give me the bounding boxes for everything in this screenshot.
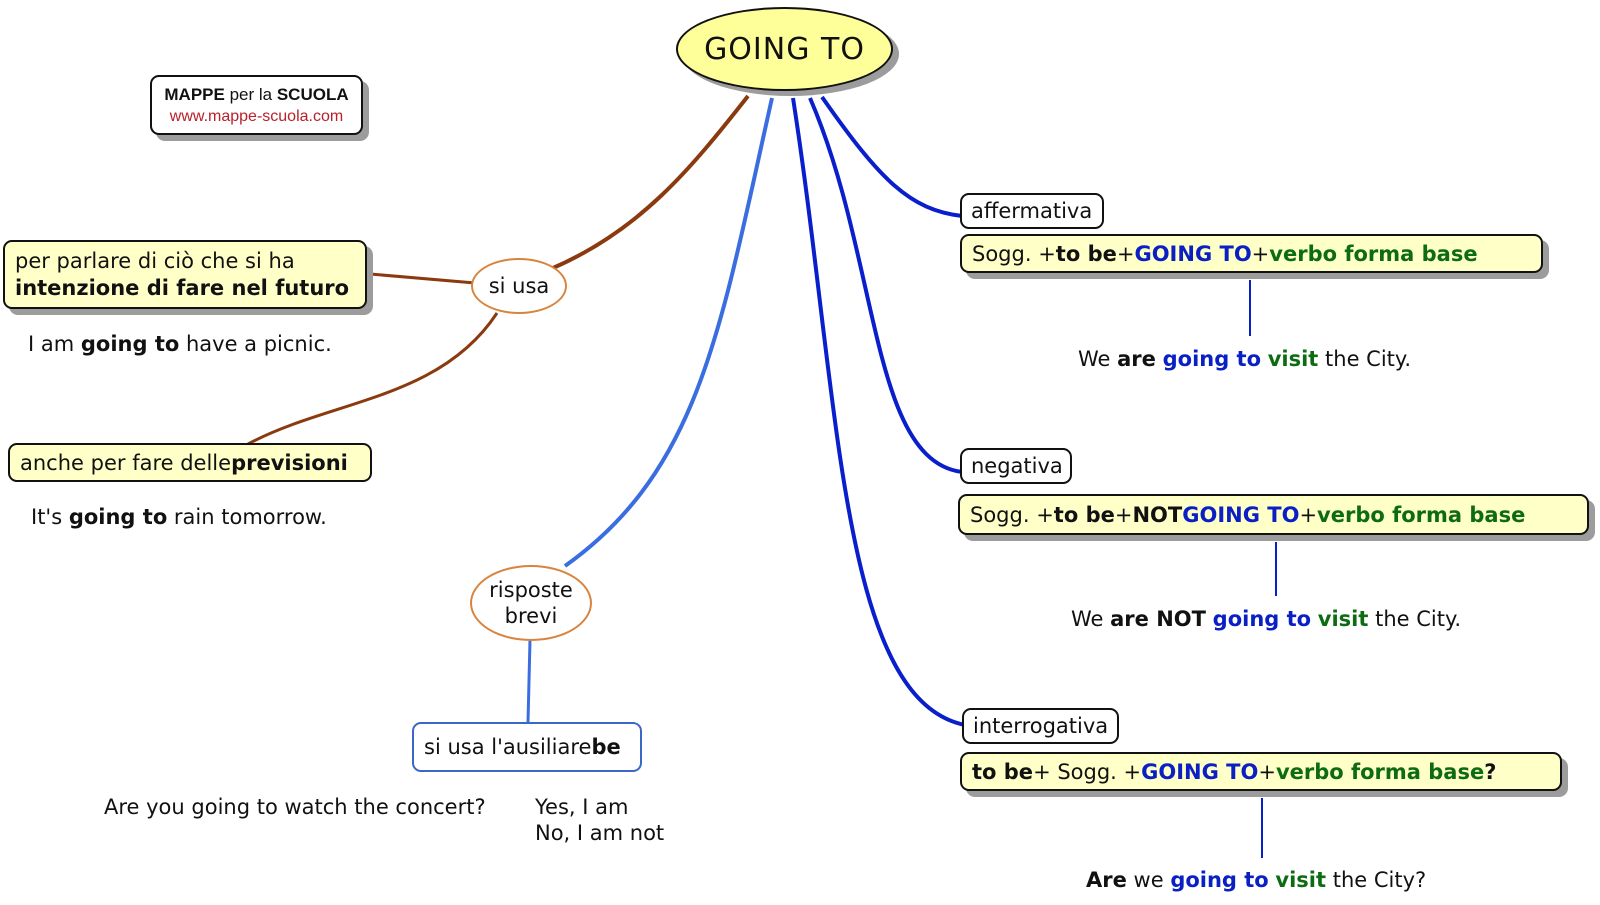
si-usa-node: si usa bbox=[471, 258, 567, 314]
link-title-to-si-usa bbox=[552, 94, 750, 270]
logo-brand: MAPPE per la SCUOLA bbox=[164, 84, 349, 104]
logo-url: www.mappe-scuola.com bbox=[169, 107, 344, 125]
link-si-usa-to-item1 bbox=[369, 272, 476, 285]
short-answers-no: No, I am not bbox=[535, 821, 665, 845]
title-node: GOING TO bbox=[676, 7, 893, 91]
uses-item-intention-line2: intenzione di fare nel futuro bbox=[15, 275, 350, 300]
negativa-formula: Sogg. + to be + NOT GOING TO + verbo for… bbox=[958, 494, 1589, 535]
affermativa-label: affermativa bbox=[960, 193, 1104, 229]
short-answers-yes: Yes, I am bbox=[535, 795, 629, 819]
affermativa-formula: Sogg. + to be + GOING TO + verbo forma b… bbox=[960, 234, 1543, 273]
uses-example-1: I am going to have a picnic. bbox=[28, 332, 332, 356]
title-text: GOING TO bbox=[704, 31, 865, 67]
negativa-example: We are NOT going to visit the City. bbox=[1071, 607, 1462, 631]
uses-item-intention-line1: per parlare di ciò che si ha bbox=[15, 248, 295, 273]
negativa-label: negativa bbox=[960, 448, 1072, 484]
uses-example-2: It's going to rain tomorrow. bbox=[31, 505, 327, 529]
short-answers-rule: si usa l'ausiliare be bbox=[412, 722, 642, 772]
affermativa-example: We are going to visit the City. bbox=[1078, 347, 1411, 371]
logo-box: MAPPE per la SCUOLA www.mappe-scuola.com bbox=[150, 75, 363, 135]
link-si-usa-to-item2 bbox=[247, 312, 499, 446]
link-title-to-risposte bbox=[563, 97, 774, 568]
link-title-to-affermativa bbox=[820, 95, 963, 218]
link-title-to-interrogativa bbox=[791, 97, 966, 727]
interrogativa-label: interrogativa bbox=[962, 708, 1119, 744]
short-answers-question: Are you going to watch the concert? bbox=[104, 795, 486, 819]
uses-item-predictions: anche per fare delle previsioni bbox=[8, 443, 372, 482]
link-title-to-negativa bbox=[808, 97, 963, 474]
interrogativa-example: Are we going to visit the City? bbox=[1086, 868, 1427, 892]
link-risposte-to-rule bbox=[526, 639, 532, 723]
interrogativa-formula: to be + Sogg. + GOING TO + verbo forma b… bbox=[960, 752, 1562, 791]
uses-item-intention: per parlare di ciò che si ha intenzione … bbox=[3, 240, 367, 309]
